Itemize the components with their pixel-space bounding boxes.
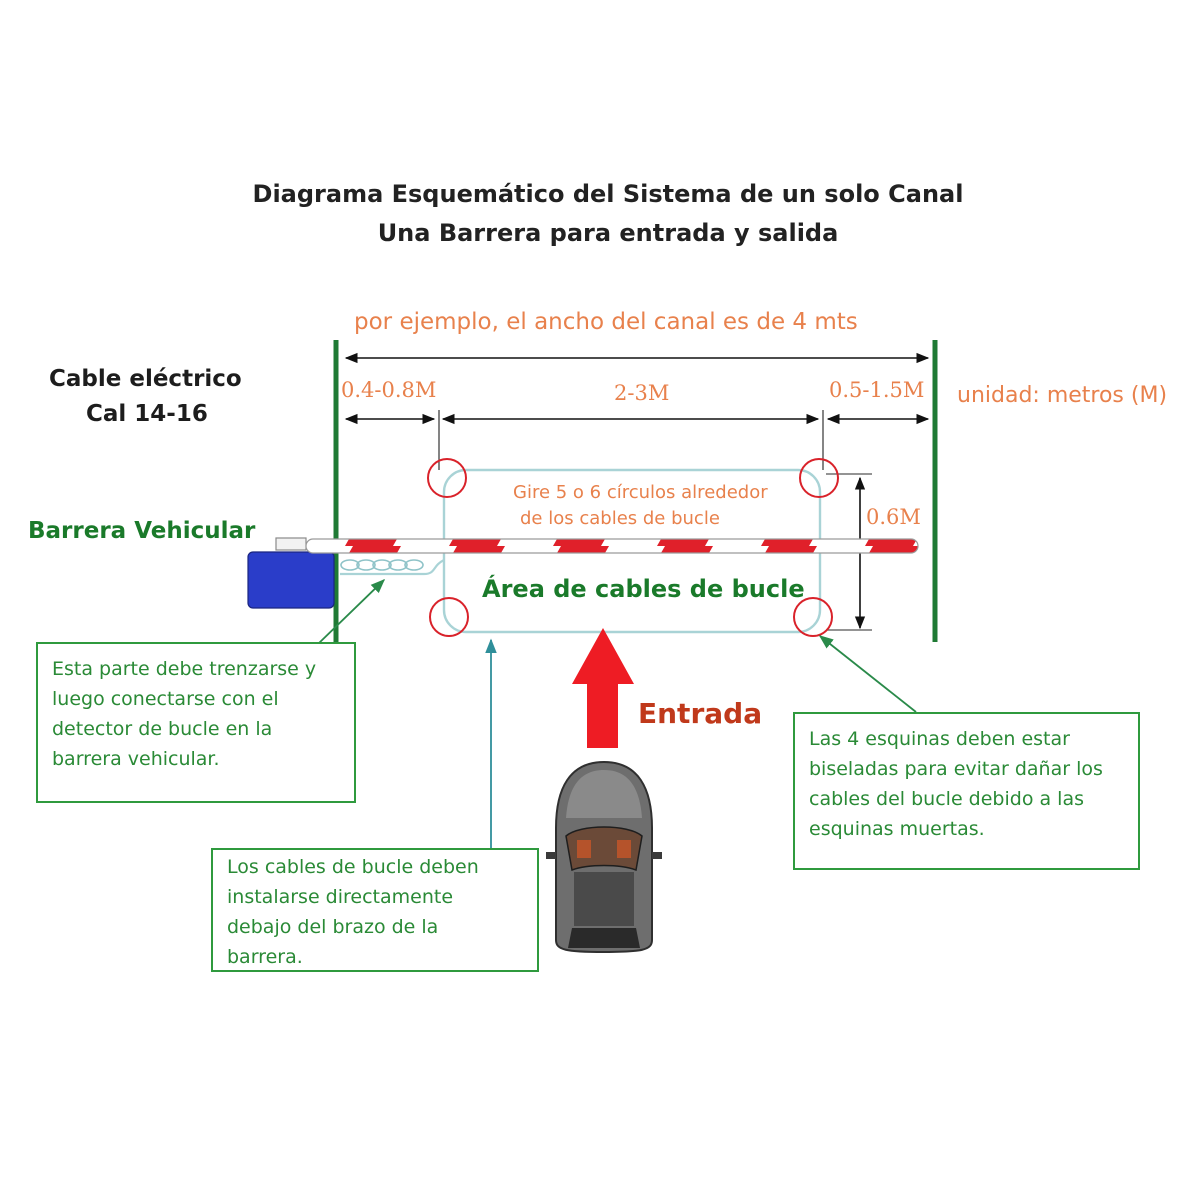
note-line: instalarse directamente [227,886,454,908]
note-line: debajo del brazo de la [227,916,439,938]
pointer-corners [818,635,917,713]
twisted-wire [340,559,424,571]
corner-circle-top-right [799,458,839,498]
loop-height-label: 0.6M [866,505,921,529]
barrier-arm [305,538,919,554]
left-offset-label: 0.4-0.8M [341,378,437,402]
note-line: detector de bucle en la [52,718,273,740]
note-line: biseladas para evitar dañar los [809,758,1103,780]
loop-area-label: Área de cables de bucle [482,575,805,603]
loop-width-label: 2-3M [614,381,670,405]
note-twisted-wire: Esta parte debe trenzarse y luego conect… [36,642,356,803]
note-line: Los cables de bucle deben [227,856,479,878]
note-line: esquinas muertas. [809,818,985,840]
title-line-1: Diagrama Esquemático del Sistema de un s… [252,180,964,208]
note-line: barrera. [227,946,303,968]
loop-instruction-line-1: Gire 5 o 6 círculos alrededor [513,482,768,503]
corner-circle-bottom-left [429,597,469,637]
unit-label: unidad: metros (M) [957,383,1168,408]
entry-label: Entrada [638,697,763,730]
note-line: barrera vehicular. [52,748,220,770]
barrier-pivot [275,537,307,551]
note-line: luego conectarse con el [52,688,279,710]
right-offset-label: 0.5-1.5M [829,378,925,402]
title-line-2: Una Barrera para entrada y salida [377,219,839,247]
cable-label-line-2: Cal 14-16 [86,401,208,427]
car [546,760,662,954]
loop-lead-wire [340,559,445,576]
barrier-cabinet [247,551,335,609]
entry-arrow [572,628,634,748]
lane-width-note: por ejemplo, el ancho del canal es de 4 … [354,309,858,335]
note-beveled-corners: Las 4 esquinas deben estar biseladas par… [793,712,1140,870]
loop-instruction-line-2: de los cables de bucle [520,508,720,529]
pointer-twisted [317,578,386,645]
cable-label-line-1: Cable eléctrico [49,366,242,392]
note-under-arm: Los cables de bucle deben instalarse dir… [211,848,539,972]
note-line: Las 4 esquinas deben estar [809,728,1070,750]
corner-circle-top-left [427,458,467,498]
note-line: Esta parte debe trenzarse y [52,658,317,680]
corner-circle-bottom-right [793,597,833,637]
note-line: cables del bucle debido a las [809,788,1084,810]
barrier-label: Barrera Vehicular [28,518,256,544]
